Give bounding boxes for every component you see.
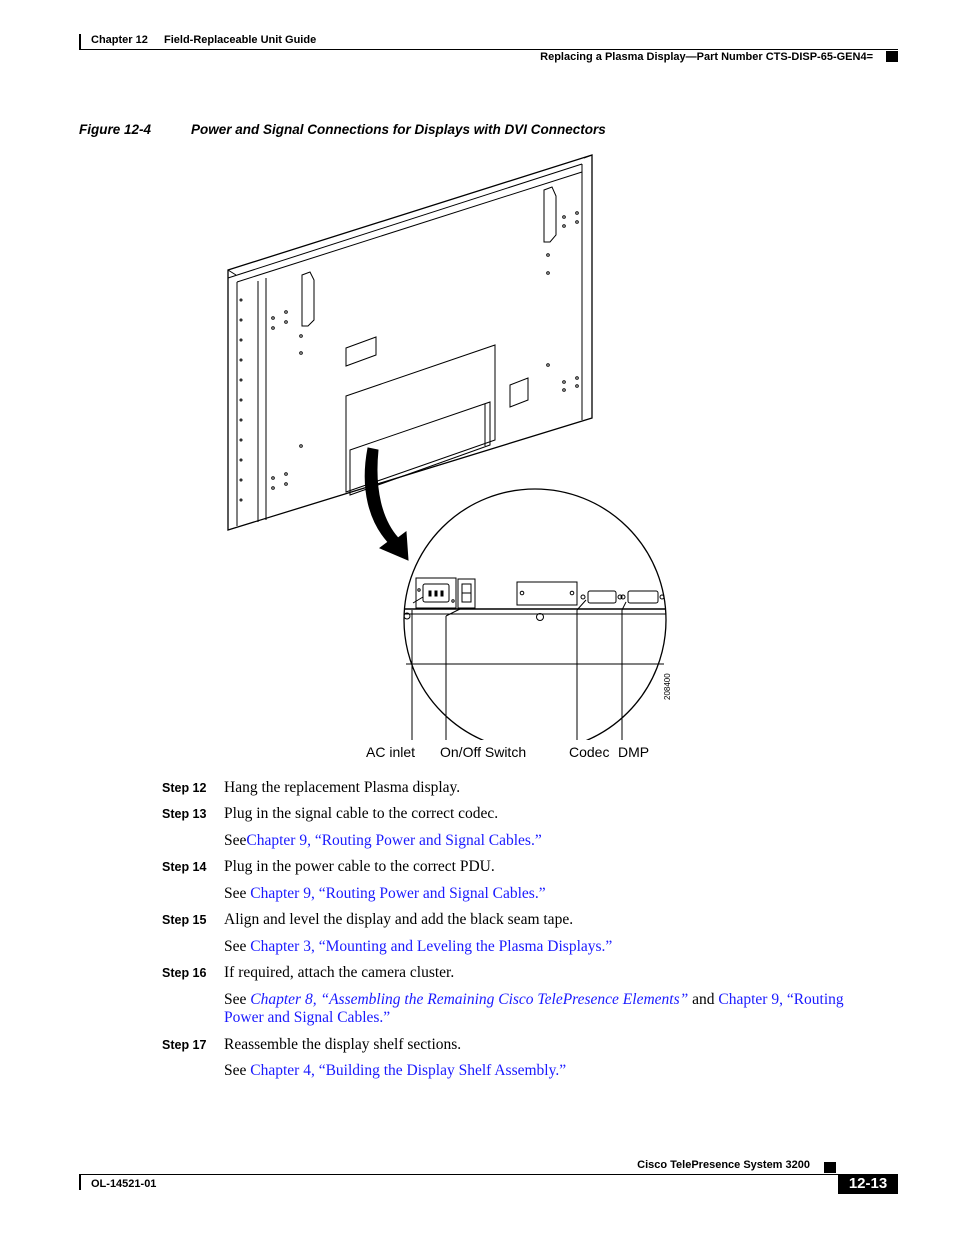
chapter-link[interactable]: Chapter 3, “Mounting and Leveling the Pl… (250, 938, 613, 955)
footer-left-bar (79, 1174, 81, 1190)
chapter-link[interactable]: Chapter 9, “Routing Power and Signal Cab… (246, 832, 542, 849)
step-label: Step 16 (162, 966, 207, 980)
header-chapter-title: Field-Replaceable Unit Guide (164, 34, 317, 46)
footer-product: Cisco TelePresence System 3200 (637, 1159, 810, 1171)
callout-on-off-switch: On/Off Switch (440, 744, 527, 760)
step-text: Reassemble the display shelf sections. (224, 1036, 462, 1053)
see-prefix: See (224, 885, 251, 902)
header-chapter: Chapter 12 (91, 34, 148, 46)
see-prefix: See (224, 1062, 251, 1079)
step-text: Align and level the display and add the … (224, 911, 574, 928)
step-label: Step 15 (162, 913, 207, 927)
step-label: Step 17 (162, 1038, 207, 1052)
header-left-bar (79, 34, 81, 50)
see-reference: See Chapter 3, “Mounting and Leveling th… (224, 938, 884, 956)
see-prefix: See (224, 938, 251, 955)
plasma-display-illustration: 208400 (227, 154, 672, 740)
figure-number: Figure 12-4 (79, 122, 152, 137)
see-reference: See Chapter 4, “Building the Display She… (224, 1062, 884, 1080)
figure-title: Power and Signal Connections for Display… (191, 122, 606, 137)
step-label: Step 14 (162, 860, 207, 874)
see-conjunction: and (688, 991, 719, 1008)
callout-ac-inlet: AC inlet (366, 744, 416, 760)
header-rule (79, 49, 898, 50)
step-text: If required, attach the camera cluster. (224, 964, 455, 981)
arrow-icon (364, 447, 409, 561)
page-number: 12-13 (838, 1174, 898, 1194)
step-label: Step 12 (162, 781, 207, 795)
chapter-link[interactable]: Chapter 4, “Building the Display Shelf A… (250, 1062, 567, 1079)
header-section: Replacing a Plasma Display—Part Number C… (540, 51, 873, 63)
display-rear-panel (227, 154, 593, 531)
step-text: Plug in the signal cable to the correct … (224, 805, 499, 822)
see-reference: See Chapter 9, “Routing Power and Signal… (224, 885, 884, 903)
see-prefix: See (224, 832, 247, 849)
step-text: Hang the replacement Plasma display. (224, 779, 461, 796)
chapter-link[interactable]: Chapter 9, “Routing Power and Signal Cab… (224, 991, 844, 1026)
step-label: Step 13 (162, 807, 207, 821)
see-reference: SeeChapter 9, “Routing Power and Signal … (224, 832, 884, 850)
chapter-link[interactable]: Chapter 8, “Assembling the Remaining Cis… (250, 991, 689, 1008)
footer-rule (79, 1174, 898, 1175)
footer-doc-number: OL-14521-01 (91, 1178, 157, 1190)
footer-marker (824, 1162, 836, 1173)
header-marker (886, 51, 898, 62)
connector-detail-circle (403, 488, 667, 740)
callout-dmp: DMP (618, 744, 650, 760)
callout-codec: Codec (569, 744, 610, 760)
step-text: Plug in the power cable to the correct P… (224, 858, 495, 875)
art-id: 208400 (663, 673, 672, 700)
see-prefix: See (224, 991, 251, 1008)
chapter-link[interactable]: Chapter 9, “Routing Power and Signal Cab… (250, 885, 546, 902)
see-reference: See Chapter 8, “Assembling the Remaining… (224, 991, 884, 1027)
